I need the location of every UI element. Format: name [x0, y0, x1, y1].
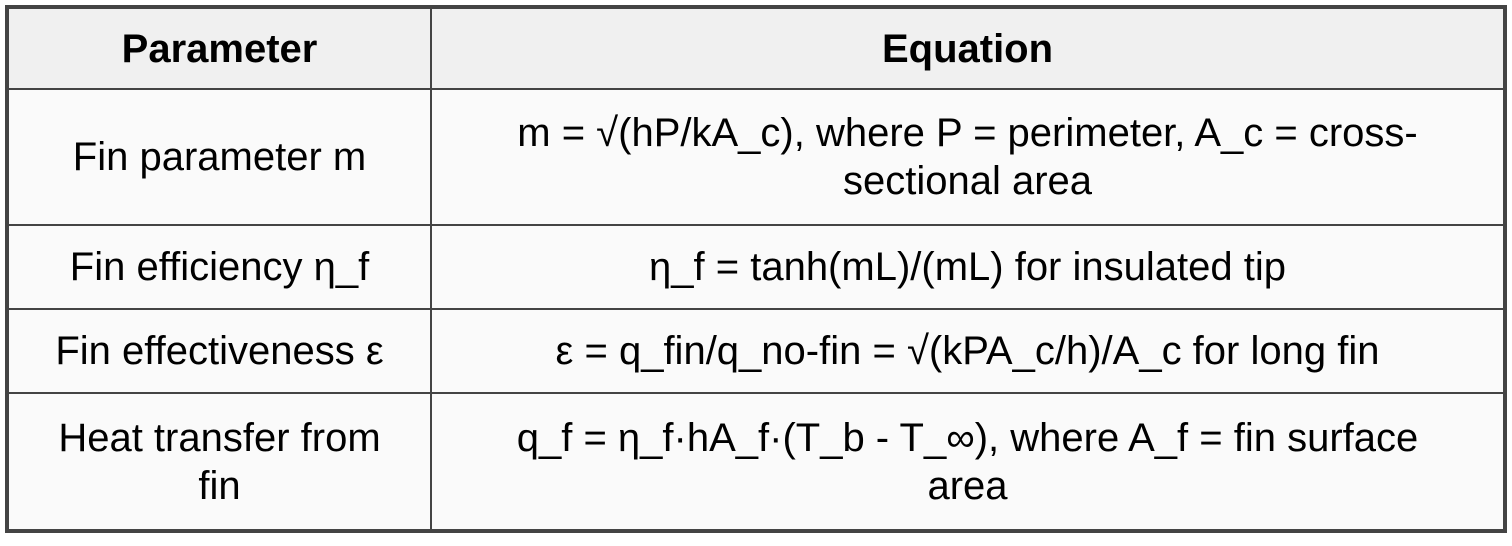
parameter-cell: Fin effectiveness ε	[6, 308, 432, 394]
column-header-equation: Equation	[430, 6, 1506, 90]
equation-cell: ε = q_fin/q_no-fin = √(kPA_c/h)/A_c for …	[430, 308, 1506, 394]
fin-equations-table-container: Parameter Equation Fin parameter m m = √…	[5, 5, 1507, 533]
parameter-cell: Heat transfer from fin	[6, 392, 432, 532]
table-row-fin-efficiency: Fin efficiency η_f η_f = tanh(mL)/(mL) f…	[6, 224, 1506, 310]
table-row-fin-effectiveness: Fin effectiveness ε ε = q_fin/q_no-fin =…	[6, 308, 1506, 394]
table-row-fin-parameter: Fin parameter m m = √(hP/kA_c), where P …	[6, 88, 1506, 226]
equation-cell: m = √(hP/kA_c), where P = perimeter, A_c…	[430, 88, 1506, 226]
equation-cell: η_f = tanh(mL)/(mL) for insulated tip	[430, 224, 1506, 310]
table-row-heat-transfer: Heat transfer from fin q_f = η_f·hA_f·(T…	[6, 392, 1506, 532]
column-header-parameter: Parameter	[6, 6, 432, 90]
parameter-cell: Fin parameter m	[6, 88, 432, 226]
fin-equations-table: Parameter Equation Fin parameter m m = √…	[5, 5, 1507, 533]
parameter-cell: Fin efficiency η_f	[6, 224, 432, 310]
table-header-row: Parameter Equation	[6, 6, 1506, 90]
equation-cell: q_f = η_f·hA_f·(T_b - T_∞), where A_f = …	[430, 392, 1506, 532]
